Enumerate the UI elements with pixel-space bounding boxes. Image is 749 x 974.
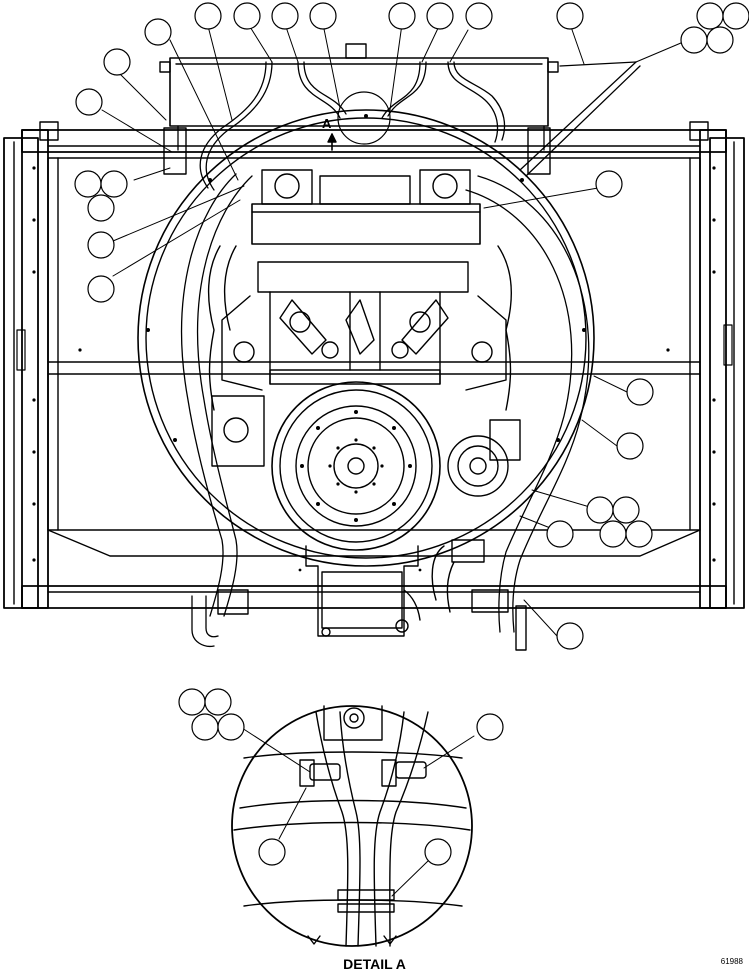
callout <box>204 688 232 716</box>
callout <box>309 2 337 30</box>
callout <box>271 2 299 30</box>
callout <box>546 520 574 548</box>
callout <box>626 378 654 406</box>
callout <box>103 48 131 76</box>
callout <box>612 496 640 524</box>
callout <box>722 2 749 30</box>
callout <box>696 2 724 30</box>
callout <box>217 713 245 741</box>
callout <box>194 2 222 30</box>
detail-a-view <box>231 705 473 947</box>
callout <box>233 2 261 30</box>
engine-block <box>207 169 527 651</box>
callout <box>706 26 734 54</box>
leader-lines <box>101 21 689 897</box>
callout <box>595 170 623 198</box>
top-tank <box>159 43 559 175</box>
callout <box>75 88 103 116</box>
callout <box>616 432 644 460</box>
callout <box>178 688 206 716</box>
callout <box>556 2 584 30</box>
figure-id: 61988 <box>720 957 743 966</box>
panel-screws <box>32 166 716 572</box>
callout <box>586 496 614 524</box>
callout <box>556 622 584 650</box>
callout <box>465 2 493 30</box>
callout <box>144 18 172 46</box>
fan-shroud-ring <box>137 109 595 567</box>
detail-a-label: DETAIL A <box>343 956 406 972</box>
view-marker-a: A <box>322 116 332 131</box>
callout <box>388 2 416 30</box>
callout <box>426 2 454 30</box>
flywheel-bolts <box>300 410 412 522</box>
callout <box>680 26 708 54</box>
callout <box>476 713 504 741</box>
callout <box>87 231 115 259</box>
callout <box>625 520 653 548</box>
callout <box>87 194 115 222</box>
callout <box>100 170 128 198</box>
detail-a-marker <box>327 91 391 151</box>
callouts <box>74 2 749 866</box>
callout <box>191 713 219 741</box>
callout <box>87 275 115 303</box>
callout <box>424 838 452 866</box>
coolant-hoses <box>177 61 641 648</box>
callout <box>599 520 627 548</box>
callout <box>258 838 286 866</box>
callout <box>74 170 102 198</box>
